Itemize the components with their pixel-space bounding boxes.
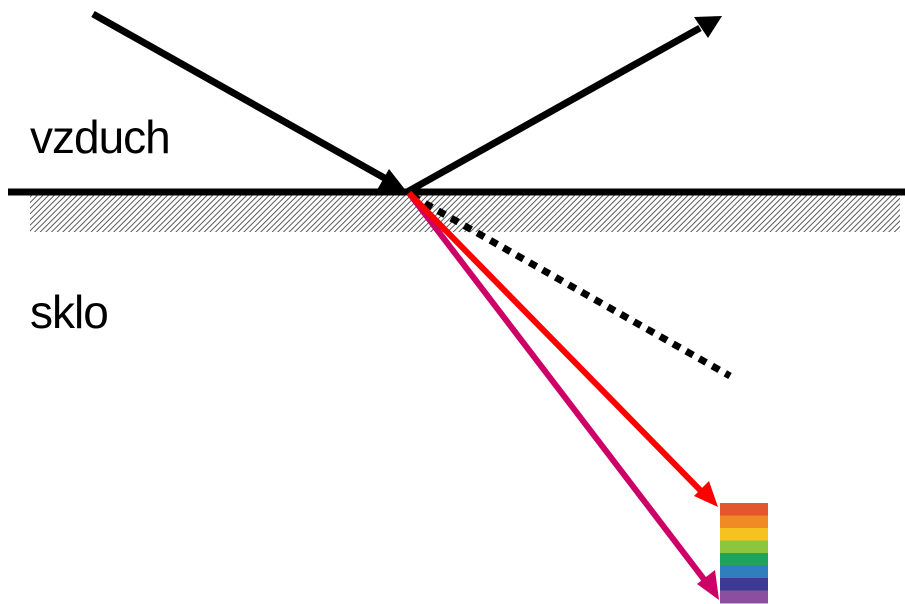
spectrum-band — [720, 590, 768, 604]
reflected-ray — [405, 24, 702, 196]
incident-ray — [91, 10, 390, 184]
label-sklo: sklo — [30, 286, 108, 338]
refracted-red-ray — [406, 190, 705, 495]
spectrum-band — [720, 540, 768, 554]
red-arrowhead-icon — [694, 481, 718, 507]
spectrum-band — [720, 528, 768, 541]
reflected-arrowhead-icon — [694, 16, 722, 38]
spectrum-block — [720, 503, 768, 604]
unrefracted-extension-dotted — [410, 192, 732, 380]
spectrum-band — [720, 515, 768, 529]
spectrum-band — [720, 578, 768, 591]
spectrum-band — [720, 503, 768, 516]
spectrum-band — [720, 553, 768, 566]
spectrum-band — [720, 565, 768, 579]
refracted-violet-ray — [406, 191, 709, 584]
violet-arrowhead-icon — [697, 570, 719, 600]
incident-arrowhead-icon — [377, 169, 407, 192]
label-vzduch: vzduch — [30, 111, 170, 163]
